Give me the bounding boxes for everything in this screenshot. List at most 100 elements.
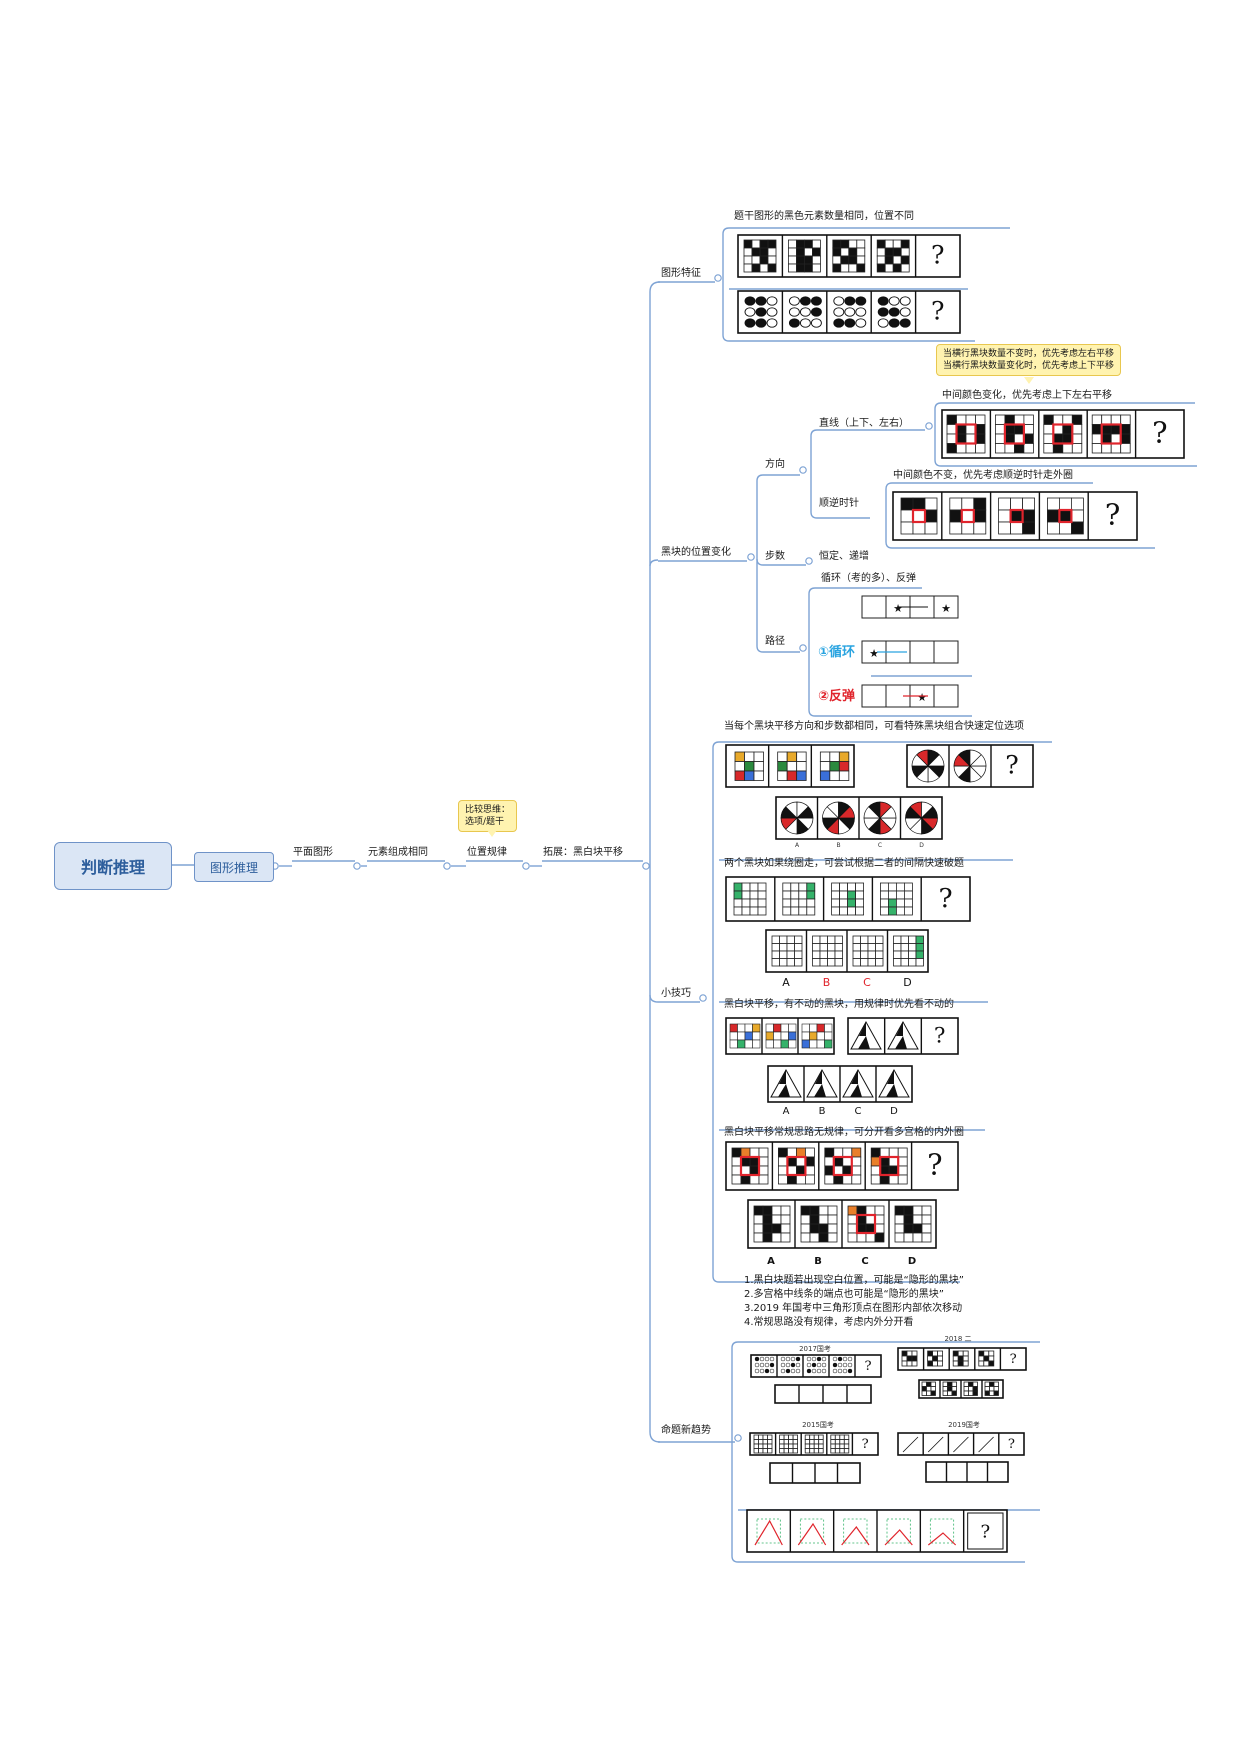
grid-cell — [809, 1434, 815, 1440]
grid-cell — [1014, 424, 1025, 435]
grid-cell — [951, 1390, 957, 1396]
circle-element — [764, 1356, 770, 1362]
grid-cell — [753, 1223, 764, 1234]
grid-cell — [975, 433, 986, 444]
grid-cell — [888, 1165, 899, 1176]
grid-cell — [757, 882, 767, 892]
circle-element — [844, 307, 856, 317]
grid-cell — [930, 1386, 936, 1392]
node-rotate[interactable]: 顺逆时针 — [819, 498, 859, 509]
grid-cell — [900, 935, 909, 944]
grid-cell — [896, 890, 905, 900]
exam-year: 2015国考 — [802, 1421, 834, 1429]
grid-cell — [804, 247, 813, 257]
grid-cell — [740, 1165, 751, 1176]
grid-cell — [1043, 433, 1054, 444]
grid-cell — [930, 1381, 936, 1387]
grid-cell — [758, 1147, 769, 1158]
grid-cell — [1071, 443, 1083, 454]
root-node[interactable]: 判断推理 — [54, 842, 172, 890]
circle-element — [811, 1368, 817, 1374]
grid-cell — [788, 1039, 797, 1049]
grid-cell — [888, 1156, 899, 1167]
callout-line: 比较思维： — [465, 805, 511, 815]
grid-cell — [972, 1381, 978, 1387]
node-same-elements[interactable]: 元素组成相同 — [368, 847, 428, 858]
highlight-box — [786, 1155, 807, 1177]
grid-cell — [847, 1205, 858, 1216]
grid-cell — [1062, 433, 1073, 444]
grid-cell — [796, 770, 807, 781]
grid-cell — [824, 1039, 833, 1049]
grid-cell — [998, 521, 1011, 535]
grid-cell — [741, 890, 751, 900]
grid-cell — [880, 890, 889, 900]
node-step[interactable]: 步数 — [765, 551, 785, 562]
node-position-rule[interactable]: 位置规律 — [467, 847, 507, 858]
grid-cell — [963, 1386, 969, 1392]
bracket — [712, 741, 720, 1283]
grid-cell — [952, 1355, 959, 1362]
node-graphic-reasoning[interactable]: 图形推理 — [194, 852, 274, 882]
grid-cell — [1043, 443, 1054, 454]
circle-element — [899, 307, 911, 317]
option-label: A — [782, 976, 790, 989]
grid-cell — [779, 935, 788, 944]
grid-cell — [1023, 424, 1034, 435]
triangle-path — [797, 1522, 827, 1546]
grid-cell — [771, 1205, 782, 1216]
node-extend-block-shift[interactable]: 拓展：黑白块平移 — [543, 847, 623, 858]
grid-cell — [744, 1039, 753, 1049]
grid-cell — [824, 1174, 835, 1185]
grid-cell — [855, 906, 864, 916]
node-trend[interactable]: 命题新趋势 — [661, 1425, 711, 1436]
grid-cell — [983, 1360, 990, 1367]
node-path[interactable]: 路径 — [765, 636, 785, 647]
grid-cell — [744, 1023, 753, 1033]
grid-cell — [901, 1355, 908, 1362]
circle-element — [832, 1356, 838, 1362]
grid-cell — [786, 935, 795, 944]
grid-cell — [984, 1390, 990, 1396]
grid-cell — [792, 1443, 798, 1449]
node-feature[interactable]: 图形特征 — [661, 268, 701, 279]
collapse-toggle-icon — [353, 862, 361, 870]
node-direction[interactable]: 方向 — [765, 459, 785, 470]
grid-cell — [813, 1448, 820, 1454]
grid-cell — [932, 1350, 938, 1357]
grid-cell — [753, 1439, 759, 1445]
grid-cell — [852, 958, 861, 967]
grid-cell — [729, 1031, 738, 1041]
grid-cell — [988, 1355, 995, 1362]
grid-cell — [1120, 424, 1131, 435]
grid-cell — [833, 1165, 844, 1176]
node-straight[interactable]: 直线（上下、左右） — [819, 418, 909, 429]
option-label: D — [919, 842, 924, 849]
grid-cell — [771, 943, 780, 952]
grid-cell — [779, 1443, 785, 1449]
grid-cell — [1059, 509, 1072, 523]
collapse-toggle-icon — [799, 466, 807, 474]
grid-cell — [894, 1223, 905, 1234]
circle-element — [877, 318, 889, 328]
option-label: A — [795, 842, 800, 849]
grid-cell — [965, 414, 976, 425]
runner-icon: ★ — [869, 647, 879, 660]
grid-cell — [819, 950, 828, 959]
node-tips[interactable]: 小技巧 — [661, 988, 691, 999]
node-position[interactable]: 黑块的位置变化 — [661, 547, 731, 558]
circle-element — [759, 1362, 765, 1368]
grid-cell — [1023, 443, 1034, 454]
path-bounce: ②反弹 — [818, 689, 856, 704]
grid-cell — [978, 1355, 985, 1362]
grid-cell — [912, 497, 926, 511]
grid-cell — [804, 239, 813, 249]
grid-cell — [744, 751, 755, 762]
grid-cell — [759, 247, 769, 257]
grid-cell — [782, 906, 792, 916]
node-plane-figure[interactable]: 平面图形 — [293, 847, 333, 858]
grid-cell — [758, 1174, 769, 1185]
grid-cell — [875, 935, 884, 944]
bracket — [934, 402, 942, 467]
grid-cell — [1010, 521, 1023, 535]
